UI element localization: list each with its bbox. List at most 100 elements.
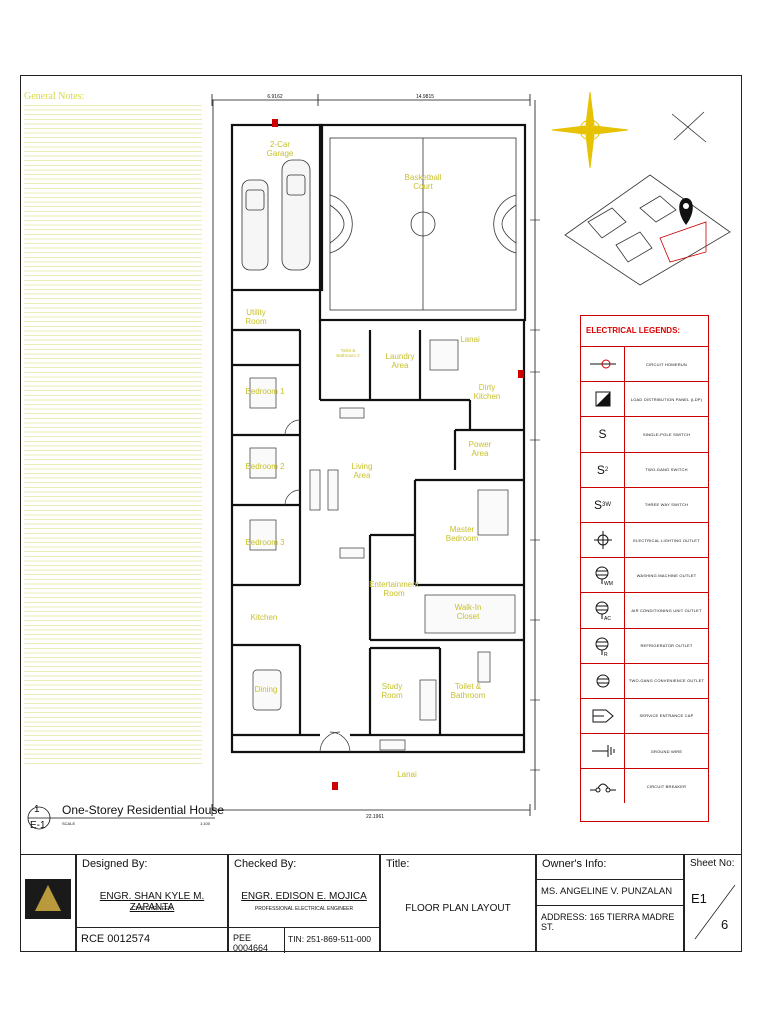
compass-icon [551,91,629,169]
notes-body [24,105,202,766]
room-walk-in-closet: Walk-In Closet [454,603,482,621]
checked-by-label: Checked By: [234,858,297,870]
designed-by-cell: Designed By: ENGR. SHAN KYLE M. ZAPANTA … [76,854,228,952]
legend-label: LOAD DISTRIBUTION PANEL (LDP) [630,396,703,402]
legend-label: CIRCUIT HOMERUN [646,361,687,367]
title-block-logo [20,854,76,952]
svg-text:AC: AC [604,616,611,621]
checked-by-cell: Checked By: ENGR. EDISON E. MOJICA PROFE… [228,854,381,953]
legend-label: THREE WAY SWITCH [644,502,689,508]
room-lanai-top: Lanai [460,335,480,344]
caption-scale-value: 1:100 [200,821,211,826]
dim-top-right: 14.9815 [415,94,435,100]
ground-icon [581,734,625,769]
room-basketball-court: Basketball Court [404,173,442,191]
light-outlet-icon [581,522,625,558]
designer-license: RCE 0012574 [77,927,227,950]
room-entertainment: Entertainment Room [369,580,419,598]
title-block: Designed By: ENGR. SHAN KYLE M. ZAPANTA … [76,854,742,953]
convenience-outlet-icon [581,663,625,698]
owner-label: Owner's Info: [542,858,607,870]
electrical-legend: ELECTRICAL LEGENDS: CIRCUIT HOMERUN LOAD… [580,315,709,822]
legend-row: CIRCUIT HOMERUN [581,347,708,383]
legend-label: CIRCUIT BREAKER [646,783,687,789]
legend-row: GROUND WIRE [581,734,708,770]
single-pole-switch-icon: S [581,417,625,452]
owner-name: MS. ANGELINE V. PUNZALAN [537,879,683,903]
title-label: Title: [386,858,410,870]
dim-bottom: 22.1961 [365,814,385,820]
caption-scale-label: SCALE [62,821,76,826]
room-dirty-kitchen: Dirty Kitchen [473,383,501,401]
sheet-total: 6 [721,917,729,932]
title-cell: Title: FLOOR PLAN LAYOUT [380,854,536,952]
owner-address: ADDRESS: 165 TIERRA MADRE ST. [537,905,683,938]
room-dining: Dining [254,685,278,694]
ref-outlet-icon: R [581,628,625,663]
legend-label: ELECTRICAL LIGHTING OUTLET [633,537,700,543]
general-notes: General Notes: [24,91,202,766]
legend-title: ELECTRICAL LEGENDS: [581,316,708,347]
room-power-area: Power Area [468,440,492,458]
panel-icon [581,382,625,417]
legend-row: CIRCUIT BREAKER [581,769,708,804]
room-laundry: Laundry Area [385,352,415,370]
aircon-outlet-icon: AC [581,593,625,628]
dim-top-left: 6.9162 [267,94,283,100]
homerun-icon [581,347,625,382]
room-utility: Utility Room [245,308,267,326]
legend-row: WM WASHING MACHINE OUTLET [581,558,708,594]
breaker-icon [581,769,625,804]
room-kitchen: Kitchen [250,613,278,622]
room-master-bedroom: Master Bedroom [445,525,479,543]
caption-sheet: E-1 [30,820,46,831]
service-cap-icon [581,698,625,734]
title-value: FLOOR PLAN LAYOUT [405,903,511,914]
checker-name: ENGR. EDISON E. MOJICA [241,891,367,902]
legend-row: LOAD DISTRIBUTION PANEL (LDP) [581,382,708,418]
sheet-code: E1 [691,891,707,906]
svg-text:WM: WM [604,581,613,586]
sheet-label: Sheet No: [690,858,735,869]
legend-row: S SINGLE-POLE SWITCH [581,417,708,453]
checker-tin: TIN: 251-869-511-000 [285,927,381,953]
legend-label: TWO-GANG SWITCH [645,467,688,473]
legend-label: AIR CONDITIONING UNIT OUTLET [631,607,702,613]
designed-by-label: Designed By: [82,858,148,870]
room-toilet-bathroom: Toilet & Bathroom [450,682,486,700]
legend-label: TWO-GANG CONVENIENCE OUTLET [628,678,705,684]
sheet-cell: Sheet No: E1 6 [684,854,742,952]
legend-row: TWO-GANG CONVENIENCE OUTLET [581,663,708,699]
designer-name: ENGR. SHAN KYLE M. ZAPANTA [99,891,205,913]
legend-label: GROUND WIRE [650,748,683,754]
checker-role: PROFESSIONAL ELECTRICAL ENGINEER [254,906,354,912]
legend-row: SERVICE ENTRANCE CAP [581,698,708,735]
legend-label: SINGLE-POLE SWITCH [642,431,691,437]
notes-heading: General Notes: [24,91,85,102]
designer-role: CIVIL ENGINEER [132,906,172,912]
svg-text:R: R [604,652,608,657]
room-study: Study Room [381,682,403,700]
room-bedroom-1: Bedroom 1 [245,387,285,396]
location-pin-icon [679,198,693,225]
room-garage: 2-Car Garage [266,140,294,158]
owner-cell: Owner's Info: MS. ANGELINE V. PUNZALAN A… [536,854,684,952]
legend-label: WASHING MACHINE OUTLET [636,572,697,578]
legend-row: R REFRIGERATOR OUTLET [581,628,708,664]
room-living: Living Area [351,462,373,480]
room-toilet-bath-2: Toilet & Bathroom 2 [336,348,360,358]
caption-title: One-Storey Residential House [62,803,225,817]
legend-row: AC AIR CONDITIONING UNIT OUTLET [581,593,708,629]
caption-number: 1 [34,804,40,815]
checker-pee: PEE 0004664 [229,927,285,953]
room-bedroom-2: Bedroom 2 [245,462,285,471]
washing-outlet-icon: WM [581,558,625,593]
legend-row: ELECTRICAL LIGHTING OUTLET [581,522,708,559]
legend-label: REFRIGERATOR OUTLET [640,643,693,649]
room-bedroom-3: Bedroom 3 [245,538,285,547]
